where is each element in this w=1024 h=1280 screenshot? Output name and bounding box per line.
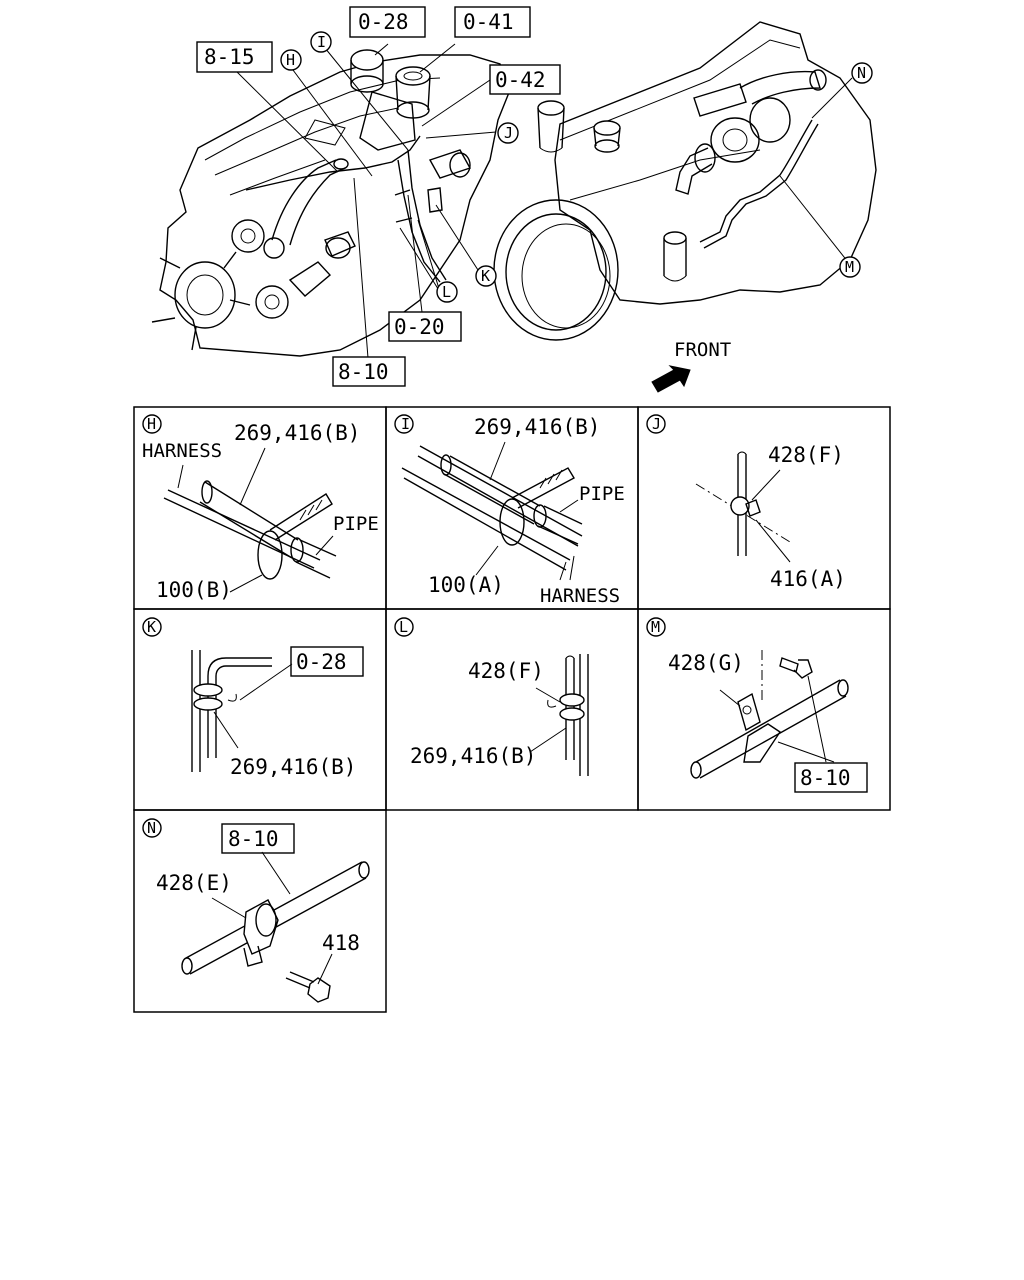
detail-I-callout: I	[401, 415, 410, 433]
detail-M: M 428(G) 8-10	[646, 617, 868, 793]
detail-I-harness-label: HARNESS	[540, 585, 620, 607]
detail-H-part-bottom: 100(B)	[156, 578, 232, 602]
ref-box-8-10: 8-10	[338, 360, 389, 384]
detail-N: N 8-10 428(E) 418	[142, 818, 370, 1003]
detail-J-part-top: 428(F)	[768, 443, 844, 467]
ref-box-0-41: 0-41	[463, 10, 514, 34]
callout-M: M	[845, 258, 854, 276]
detail-N-callout: N	[147, 819, 156, 837]
detail-grid	[133, 406, 891, 1013]
detail-M-ref-box: 8-10	[800, 766, 851, 790]
callout-K: K	[481, 267, 490, 285]
front-arrow-icon	[651, 365, 691, 393]
detail-N-ref-box: 8-10	[228, 827, 279, 851]
callout-I: I	[317, 33, 326, 51]
detail-L-part-top: 428(F)	[468, 659, 544, 683]
detail-H-harness-label: HARNESS	[142, 440, 222, 462]
detail-H: H 269,416(B) HARNESS PIPE 100(B)	[142, 414, 379, 602]
detail-J-part-bottom: 416(A)	[770, 567, 846, 591]
detail-L-callout: L	[399, 618, 408, 636]
callout-L: L	[442, 283, 451, 301]
detail-K-ref-box: 0-28	[296, 650, 347, 674]
ref-box-0-42: 0-42	[495, 68, 546, 92]
detail-M-callout: M	[651, 618, 660, 636]
front-label: FRONT	[674, 339, 731, 361]
detail-N-part-bolt: 418	[322, 931, 360, 955]
detail-H-callout: H	[147, 415, 156, 433]
detail-J-callout: J	[652, 415, 661, 433]
detail-I: I 269,416(B) PIPE 100(A) HARNESS	[394, 414, 625, 607]
callout-H: H	[286, 51, 295, 69]
detail-N-part-clip: 428(E)	[156, 871, 232, 895]
detail-I-pipe-label: PIPE	[579, 483, 625, 505]
ref-box-0-20: 0-20	[394, 315, 445, 339]
overview-callouts: H I J K L M N	[280, 31, 873, 303]
front-indicator: FRONT	[651, 339, 731, 393]
overview-leader-lines	[232, 43, 853, 359]
callout-N: N	[857, 64, 866, 82]
callout-J: J	[504, 124, 513, 142]
ref-box-8-15: 8-15	[204, 45, 255, 69]
left-engine-illustration	[151, 49, 511, 357]
detail-H-part-top: 269,416(B)	[234, 421, 360, 445]
detail-K-part: 269,416(B)	[230, 755, 356, 779]
detail-K-callout: K	[147, 618, 156, 636]
overview-ref-boxes: 0-28 0-41 0-42 8-15 0-20 8-10	[196, 6, 561, 387]
detail-L-part-bottom: 269,416(B)	[410, 744, 536, 768]
detail-J: J 428(F) 416(A)	[646, 414, 846, 591]
detail-I-part-bottom: 100(A)	[428, 573, 504, 597]
detail-M-part-top: 428(G)	[668, 651, 744, 675]
detail-L: L 428(F) 269,416(B)	[394, 617, 589, 776]
ref-box-0-28: 0-28	[358, 10, 409, 34]
right-engine-illustration	[493, 21, 877, 341]
detail-K: K 0-28 269,416(B)	[142, 617, 364, 779]
detail-I-part-top: 269,416(B)	[474, 415, 600, 439]
detail-H-pipe-label: PIPE	[333, 513, 379, 535]
